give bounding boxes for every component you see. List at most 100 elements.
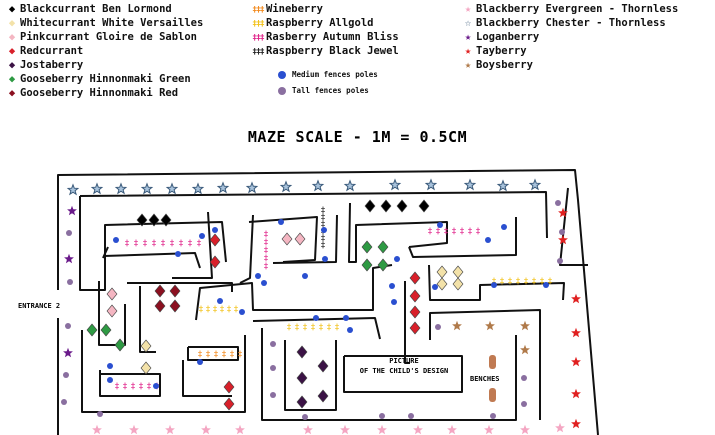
raspberry-cane-icon: ‡ [476,227,481,237]
wall-right-corridor [408,217,517,258]
evergreen-star-icon [129,424,139,435]
raspberry-cane-icon: ‡ [303,323,308,333]
medium-pole-icon [322,256,328,262]
raspberry-cane-icon: ‡ [321,206,326,216]
evergreen-star-icon [520,424,530,435]
tayberry-star-icon [571,327,581,338]
medium-pole-icon [343,315,349,321]
picture-label: PICTURE OF THE CHILD'S DESIGN [346,356,462,376]
evergreen-star-icon [165,424,175,435]
tall-pole-icon [435,324,441,330]
tayberry-star-icon [558,234,568,245]
picture-label-line1: PICTURE [389,357,419,365]
legend-label: Rasberry Autumn Bliss [266,31,399,43]
bench-icon [489,388,496,402]
legend-item-redcurrant: ◆Redcurrant [4,45,83,57]
medium-pole-icon [491,282,497,288]
raspberry-cane-icon: ‡ [264,254,269,264]
entrance-label: ENTRANCE 2 [18,302,61,310]
loganberry-star-icon [67,205,77,216]
tall-pole-icon [559,229,565,235]
raspberry-cane-icon: ‡ [227,305,232,315]
outer-wall [57,169,599,435]
gooseberry-green-diamond-icon [377,240,389,254]
tall-pole-icon [379,413,385,419]
legend-label: Raspberry Allgold [266,17,374,29]
medium-pole-icon [199,233,205,239]
raspberry-cane-icon: ‡ [134,239,139,249]
wall-chamber-a [103,252,201,269]
star-icon: ☆ [464,17,472,29]
raspberry-cane-icon: ‡ [206,305,211,315]
jostaberry-diamond-icon [317,389,329,403]
legend-label: Blackcurrant Ben Lormond [20,3,172,15]
raspberry-cane-icon: ‡ [161,239,166,249]
legend-item-gooseberry-hinnonmaki-red: ◆Gooseberry Hinnonmaki Red [4,87,178,99]
whitecurrant-diamond-icon [452,265,464,279]
wall-left-lower [98,281,126,346]
wall-center-lower [195,264,393,321]
boysberry-star-group [452,320,530,355]
redcurrant-diamond-icon [209,255,221,269]
medium-pole-icon [153,383,159,389]
whitecurrant-diamond-icon [140,339,152,353]
raspberry-cane-icon: ‡ [460,227,465,237]
legend-item-gooseberry-hinnonmaki-green: ◆Gooseberry Hinnonmaki Green [4,73,191,85]
diamond-icon: ◆ [8,17,16,29]
raspberry-cane-icon: ‡ [188,239,193,249]
legend-label: Gooseberry Hinnonmaki Red [20,87,179,99]
raspberry-cane-icon: ‡ [131,382,136,392]
raspberry-cane-icon: ‡ [468,227,473,237]
legend-label: Blackberry Evergreen - Thornless [476,3,679,15]
hash-icon: ‡‡‡ [252,33,264,42]
gooseberry-green-diamond-icon [361,240,373,254]
chester-star-icon [165,182,179,195]
tayberry-star-icon [571,356,581,367]
raspberry-cane-icon: ‡ [295,323,300,333]
tall-pole-icon [302,414,308,420]
hash-icon: ‡‡‡ [252,47,264,56]
wall-bottom-centre [261,328,517,421]
gooseberry-green-diamond-icon [100,323,112,337]
benches-label: BENCHES [470,375,500,383]
wall-top-right [559,187,588,266]
tall-pole-icon [67,279,73,285]
chester-star-icon [388,178,402,191]
boysberry-star-icon [452,320,462,331]
medium-pole-icon [217,298,223,304]
wall-bottom-inner [284,340,337,411]
wall-right-lower [404,281,410,364]
chester-star-icon [90,182,104,195]
evergreen-star-icon [555,422,565,433]
maze-walls [57,169,599,435]
evergreen-star-icon [340,424,350,435]
bench-icon [489,355,496,369]
redcurrant-diamond-icon [223,397,235,411]
loganberry-star-icon [64,253,74,264]
tall-pole-icon [61,399,67,405]
legend-label: Gooseberry Hinnonmaki Green [20,73,191,85]
whitecurrant-diamond-icon [436,265,448,279]
diamond-icon: ◆ [8,31,16,43]
tall-pole-icon [270,365,276,371]
medium-pole-icon [197,359,203,365]
evergreen-star-icon [447,424,457,435]
legend-medium-poles: Medium fences poles [278,70,378,79]
wall-mid-left [127,282,233,292]
wall-central-b [172,211,213,279]
diamond-icon: ◆ [8,59,16,71]
wall-bottom-left-c [182,360,232,397]
legend-item-blackberry-chester-thornless: ☆Blackberry Chester - Thornless [460,17,666,29]
star-icon: ★ [464,45,472,57]
raspberry-cane-icon: ‡ [335,323,340,333]
raspberry-cane-icon: ‡ [198,350,203,360]
star-icon: ★ [464,59,472,71]
boysberry-star-icon [485,320,495,331]
fence-pole-group [61,200,565,420]
medium-pole-icon [347,327,353,333]
legend-label: Jostaberry [20,59,84,71]
medium-pole-icon [437,222,443,228]
raspberry-hash-group: ‡‡‡‡‡‡‡‡‡‡‡‡‡‡‡‡‡‡‡‡‡‡‡‡‡‡‡‡‡‡‡‡‡‡‡‡‡‡‡‡… [115,206,553,392]
raspberry-cane-icon: ‡ [500,277,505,287]
raspberry-cane-icon: ‡ [319,323,324,333]
